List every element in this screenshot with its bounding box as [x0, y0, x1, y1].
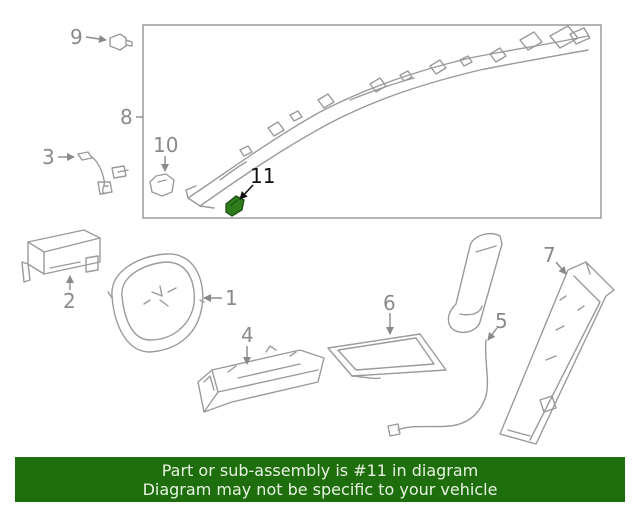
assembly-box	[142, 24, 602, 219]
screw-part	[109, 33, 133, 51]
seat-airbag-module-part	[499, 261, 615, 445]
clip-part	[149, 173, 175, 197]
callout-8: 8	[120, 105, 133, 129]
callout-10: 10	[153, 133, 178, 157]
callout-3: 3	[42, 145, 55, 169]
callout-7: 7	[543, 243, 556, 267]
sensor-part	[77, 151, 129, 195]
parts-diagram: 9 8 10 3 11 2 1 4 6 5 7	[21, 24, 615, 445]
highlighted-part-11	[225, 195, 245, 217]
callout-2: 2	[63, 289, 76, 313]
callout-6: 6	[383, 291, 396, 315]
callout-1: 1	[225, 286, 238, 310]
control-module-part	[21, 229, 101, 283]
info-banner: Part or sub-assembly is #11 in diagram D…	[15, 457, 625, 502]
side-airbag-part	[387, 232, 503, 437]
callout-11: 11	[250, 164, 275, 188]
callout-4: 4	[241, 323, 254, 347]
banner-line-1: Part or sub-assembly is #11 in diagram	[161, 461, 479, 480]
driver-airbag-part	[107, 253, 205, 353]
callout-5: 5	[495, 309, 508, 333]
label-sheet-part	[327, 333, 447, 380]
knee-airbag-part	[197, 345, 325, 413]
banner-line-2: Diagram may not be specific to your vehi…	[142, 480, 498, 499]
curtain-airbag-part	[185, 25, 591, 209]
callout-9: 9	[70, 25, 83, 49]
